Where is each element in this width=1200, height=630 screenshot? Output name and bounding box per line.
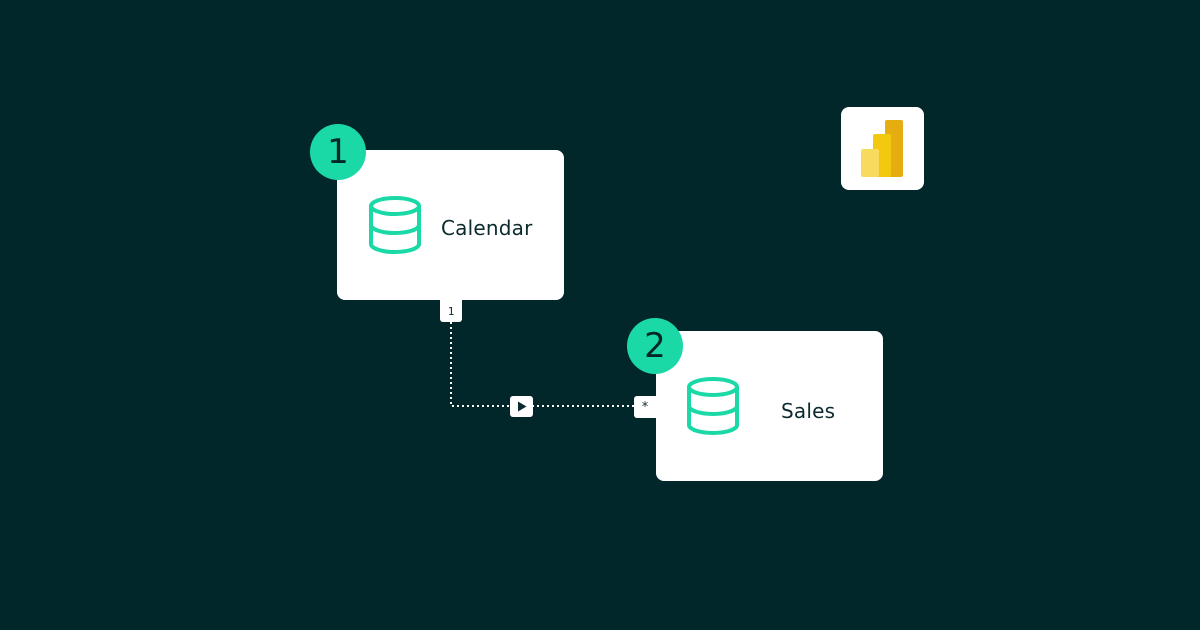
step-badge-1: 1 [310,124,366,180]
step-badge-2: 2 [627,318,683,374]
power-bi-logo [841,107,924,190]
table-name-sales: Sales [781,399,836,423]
cardinality-one-marker: 1 [440,300,462,322]
cardinality-many-marker: * [634,396,656,418]
table-name-calendar: Calendar [441,216,533,240]
database-icon [687,377,739,435]
table-card-calendar[interactable]: Calendar [337,150,564,300]
filter-direction-marker [510,396,533,417]
database-icon [369,196,421,254]
power-bi-icon [861,120,903,177]
play-arrow-icon [517,401,526,412]
table-card-sales[interactable]: Sales [656,331,883,481]
